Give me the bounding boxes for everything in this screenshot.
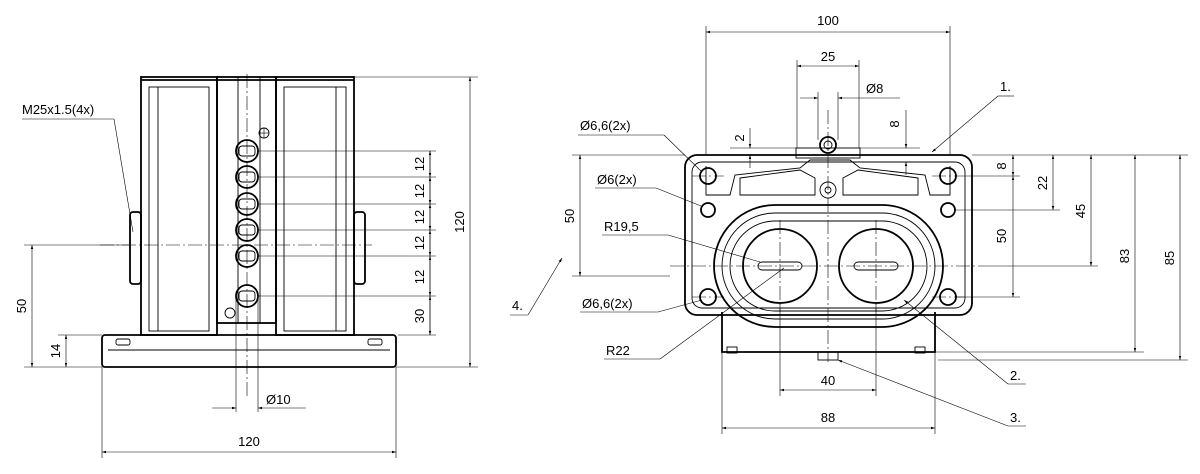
dim-base-height: 14 xyxy=(48,344,63,358)
dim-width: 120 xyxy=(238,434,260,449)
callout-1: 1. xyxy=(1000,79,1011,94)
dim-bottom-led: 30 xyxy=(412,309,427,323)
dim-led-pitch-3: 12 xyxy=(412,210,427,224)
dim-40: 40 xyxy=(821,373,835,388)
dim-85: 85 xyxy=(1162,251,1177,265)
dim-50-left: 50 xyxy=(562,209,577,223)
dim-88: 88 xyxy=(821,410,835,425)
dim-led-pitch-4: 12 xyxy=(412,236,427,250)
dim-22: 22 xyxy=(1035,176,1050,190)
dim-50-right: 50 xyxy=(994,229,1009,243)
dim-led-diameter: Ø10 xyxy=(266,392,291,407)
front-view: 100 25 Ø8 2 8 8 22 50 xyxy=(510,13,1188,434)
hole-callout-top: Ø6,6(2x) xyxy=(580,118,631,133)
dim-diameter-8: Ø8 xyxy=(866,81,883,96)
hole-callout-6: Ø6(2x) xyxy=(597,172,637,187)
dim-led-pitch-1: 12 xyxy=(412,157,427,171)
callout-2: 2. xyxy=(1010,368,1021,383)
dim-led-pitch-2: 12 xyxy=(412,184,427,198)
radius-22: R22 xyxy=(606,343,630,358)
callout-3: 3. xyxy=(1010,410,1021,425)
dim-2: 2 xyxy=(732,134,747,141)
dim-83: 83 xyxy=(1117,249,1132,263)
dim-axis-height: 50 xyxy=(14,299,29,313)
dim-8-top: 8 xyxy=(887,120,902,127)
dim-8-right: 8 xyxy=(994,162,1009,169)
callout-4: 4. xyxy=(512,298,523,313)
thread-callout: M25x1.5(4x) xyxy=(22,102,94,117)
dim-led-pitch-5: 12 xyxy=(412,270,427,284)
dim-height-total: 120 xyxy=(452,211,467,233)
dim-45: 45 xyxy=(1073,204,1088,218)
side-view: 120 12 12 12 12 12 30 50 14 xyxy=(14,74,478,458)
hole-callout-bottom: Ø6,6(2x) xyxy=(582,296,633,311)
dim-width-top: 100 xyxy=(817,13,839,28)
dim-width-25: 25 xyxy=(821,49,835,64)
radius-195: R19,5 xyxy=(604,219,639,234)
